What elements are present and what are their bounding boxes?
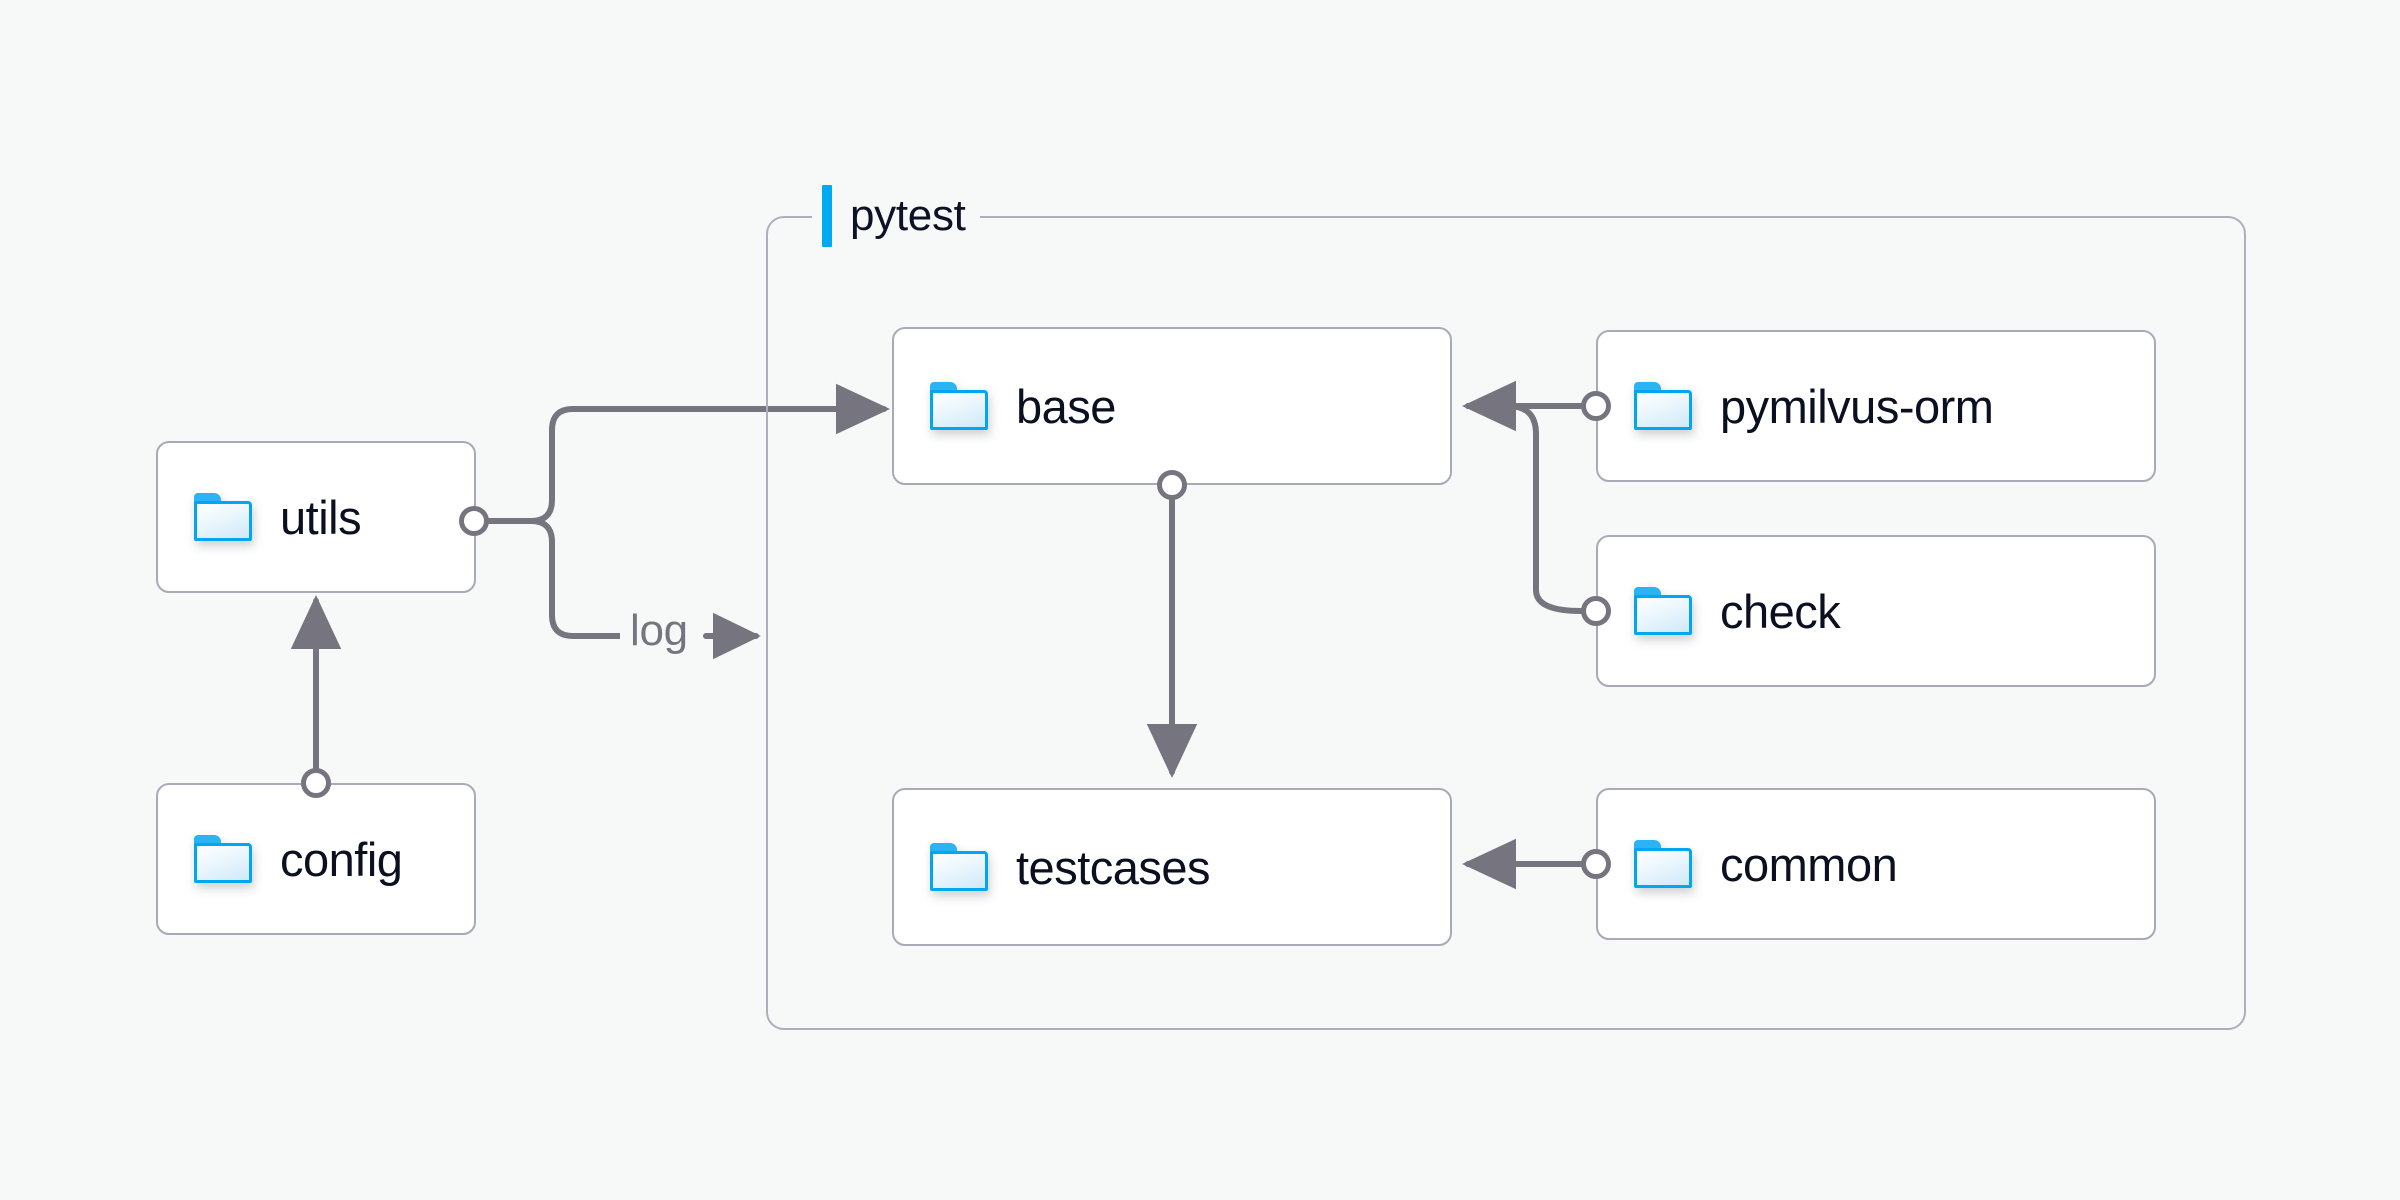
node-check[interactable]: check <box>1596 535 2156 687</box>
connector-pymilvus-orm-left[interactable] <box>1581 391 1611 421</box>
connector-common-left[interactable] <box>1581 849 1611 879</box>
connector-check-left[interactable] <box>1581 596 1611 626</box>
folder-icon <box>194 835 252 883</box>
folder-body <box>194 843 252 883</box>
folder-body <box>1634 595 1692 635</box>
accent-bar-icon <box>822 185 832 247</box>
connector-base-bottom[interactable] <box>1157 470 1187 500</box>
edge-label-log: log <box>620 606 698 656</box>
node-utils-label: utils <box>280 490 362 544</box>
folder-icon <box>1634 587 1692 635</box>
node-base[interactable]: base <box>892 327 1452 485</box>
connector-utils-right[interactable] <box>459 506 489 536</box>
folder-body <box>194 501 252 541</box>
group-pytest-label-wrap: pytest <box>812 185 980 247</box>
node-utils[interactable]: utils <box>156 441 476 593</box>
node-config-label: config <box>280 832 403 886</box>
node-testcases[interactable]: testcases <box>892 788 1452 946</box>
folder-icon <box>194 493 252 541</box>
folder-icon <box>930 382 988 430</box>
folder-icon <box>930 843 988 891</box>
folder-body <box>1634 390 1692 430</box>
group-pytest[interactable] <box>766 216 2246 1030</box>
folder-body <box>930 851 988 891</box>
group-pytest-label: pytest <box>850 191 966 240</box>
folder-body <box>1634 848 1692 888</box>
node-base-label: base <box>1016 379 1116 433</box>
node-common-label: common <box>1720 837 1898 891</box>
node-pymilvus-orm[interactable]: pymilvus-orm <box>1596 330 2156 482</box>
node-pymilvus-orm-label: pymilvus-orm <box>1720 379 1994 433</box>
folder-icon <box>1634 382 1692 430</box>
node-testcases-label: testcases <box>1016 840 1211 894</box>
node-config[interactable]: config <box>156 783 476 935</box>
folder-icon <box>1634 840 1692 888</box>
edge-utils-to-pytest-left <box>528 518 630 639</box>
folder-body <box>930 390 988 430</box>
node-check-label: check <box>1720 584 1841 638</box>
node-common[interactable]: common <box>1596 788 2156 940</box>
connector-config-top[interactable] <box>301 768 331 798</box>
